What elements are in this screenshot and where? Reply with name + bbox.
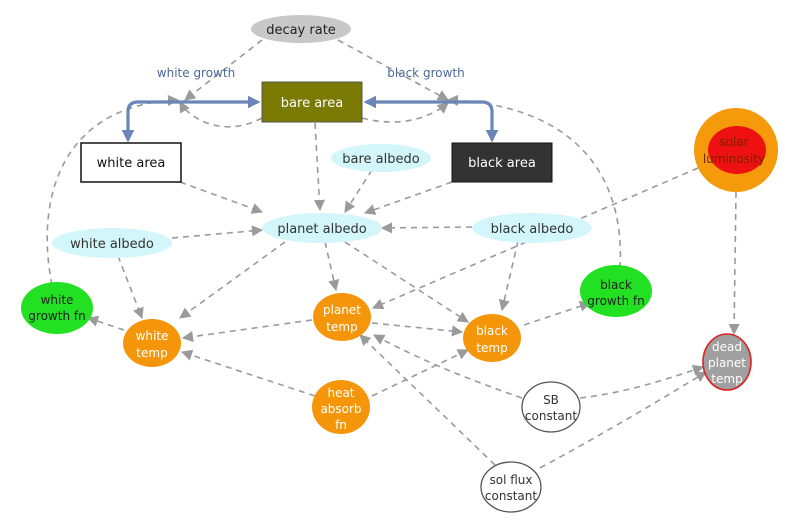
- link-solar-to-dead-planet-temp: [728, 191, 740, 336]
- black-area-label: black area: [468, 156, 536, 171]
- dead-planet-temp-label-line3: temp: [711, 372, 742, 386]
- white-albedo-node[interactable]: white albedo: [52, 228, 172, 258]
- black-albedo-label: black albedo: [491, 222, 574, 237]
- black-growth-fn-node[interactable]: black growth fn: [580, 265, 652, 317]
- sb-constant-label-line2: constant: [525, 409, 577, 423]
- link-planet-albedo-to-white-temp: [179, 241, 286, 319]
- planet-temp-node[interactable]: planet temp: [313, 293, 371, 341]
- black-albedo-node[interactable]: black albedo: [472, 213, 592, 243]
- link-planet-temp-to-black-temp: [371, 322, 464, 337]
- white-growth-fn-label-line2: growth fn: [28, 309, 85, 323]
- white-growth-label: white growth: [157, 66, 235, 80]
- white-temp-label-line1: white: [136, 329, 169, 343]
- sol-flux-constant-label-line2: constant: [485, 489, 537, 503]
- link-black-albedo-to-black-temp: [498, 240, 519, 312]
- heat-absorb-fn-label-line1: heat: [327, 386, 354, 400]
- flow-pipes: [121, 95, 499, 143]
- white-temp-node[interactable]: white temp: [123, 319, 181, 367]
- solar-luminosity-label-line1: solar: [719, 135, 748, 149]
- flow-pipe-black-growth: [363, 95, 499, 143]
- white-growth-fn-label-line1: white: [41, 293, 74, 307]
- decay-rate-label: decay rate: [266, 23, 336, 38]
- bare-albedo-node[interactable]: bare albedo: [331, 144, 431, 172]
- black-temp-label-line1: black: [476, 324, 508, 338]
- dead-planet-temp-label-line1: dead: [712, 340, 742, 354]
- link-bare-area-to-planet-albedo: [313, 122, 326, 212]
- link-sb-to-dead-planet-temp: [579, 364, 705, 399]
- white-temp-label-line2: temp: [136, 346, 167, 360]
- link-heat-absorb-to-white-temp: [180, 349, 316, 397]
- black-temp-node[interactable]: black temp: [463, 314, 521, 362]
- black-growth-label: black growth: [387, 66, 464, 80]
- link-planet-albedo-to-planet-temp: [324, 241, 340, 292]
- link-sb-to-planet-temp: [373, 334, 523, 399]
- white-area-label: white area: [97, 156, 166, 171]
- sol-flux-constant-label-line1: sol flux: [489, 473, 532, 487]
- dead-planet-temp-label-line2: planet: [708, 356, 746, 370]
- planet-temp-label-line1: planet: [323, 303, 361, 317]
- link-white-temp-to-white-growth-fn: [86, 315, 125, 331]
- decay-rate-node[interactable]: decay rate: [251, 15, 351, 43]
- sb-constant-label-line1: SB: [543, 393, 559, 407]
- bare-area-stock[interactable]: bare area: [261, 81, 363, 123]
- planet-temp-label-line2: temp: [326, 320, 357, 334]
- link-bare-albedo-to-planet-albedo: [344, 169, 373, 213]
- planet-albedo-label: planet albedo: [277, 222, 366, 237]
- link-bare-to-white-growth: [179, 101, 263, 128]
- link-planet-temp-to-white-temp: [181, 319, 313, 343]
- link-white-area-to-planet-albedo: [179, 181, 264, 214]
- link-white-albedo-to-planet-albedo: [171, 225, 264, 239]
- sb-constant-node[interactable]: SB constant: [521, 381, 581, 433]
- link-bare-to-black-growth: [361, 102, 449, 123]
- link-sol-flux-to-planet-temp: [359, 334, 496, 466]
- heat-absorb-fn-label-line2: absorb: [320, 402, 361, 416]
- bare-albedo-label: bare albedo: [342, 152, 419, 167]
- link-sol-flux-to-dead-planet-temp: [539, 371, 707, 469]
- heat-absorb-fn-label-line3: fn: [335, 418, 347, 432]
- link-black-albedo-to-planet-albedo: [380, 222, 473, 234]
- link-black-growth-fn-to-black-growth: [446, 94, 622, 269]
- link-heat-absorb-to-black-temp: [371, 349, 470, 397]
- bare-area-label: bare area: [281, 96, 343, 111]
- flow-pipe-white-growth: [121, 95, 261, 143]
- black-growth-fn-label-line2: growth fn: [587, 294, 644, 308]
- heat-absorb-fn-node[interactable]: heat absorb fn: [312, 380, 370, 434]
- white-area-stock[interactable]: white area: [80, 142, 182, 183]
- solar-luminosity-label-line2: luminosity: [703, 152, 765, 166]
- link-planet-albedo-to-black-temp: [344, 241, 469, 323]
- link-black-temp-to-black-growth-fn: [523, 300, 592, 326]
- sol-flux-constant-node[interactable]: sol flux constant: [480, 461, 542, 513]
- black-growth-fn-label-line1: black: [600, 278, 632, 292]
- black-area-stock[interactable]: black area: [451, 142, 553, 183]
- link-black-area-to-planet-albedo: [363, 181, 453, 215]
- white-growth-fn-node[interactable]: white growth fn: [21, 282, 93, 334]
- solar-luminosity-node[interactable]: solar luminosity: [694, 108, 778, 192]
- link-decay-to-white-growth: [184, 39, 263, 101]
- link-white-albedo-to-white-temp: [117, 255, 144, 320]
- white-albedo-label: white albedo: [70, 237, 154, 252]
- dead-planet-temp-node[interactable]: dead planet temp: [702, 333, 752, 391]
- black-temp-label-line2: temp: [476, 341, 507, 355]
- planet-albedo-node[interactable]: planet albedo: [262, 213, 382, 243]
- link-decay-to-black-growth: [337, 39, 449, 101]
- link-white-growth-fn-to-white-growth: [46, 94, 180, 286]
